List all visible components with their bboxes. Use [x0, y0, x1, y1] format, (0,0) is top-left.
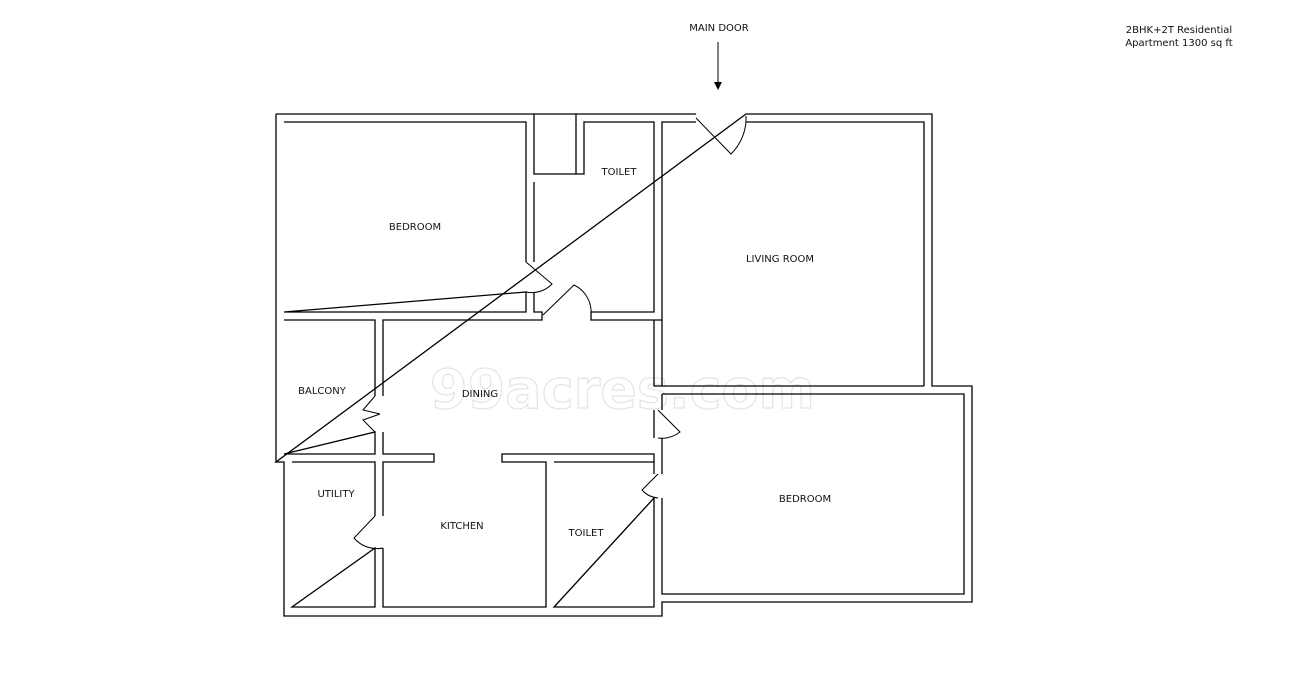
balcony-door [362, 395, 381, 433]
main-door-label: MAIN DOOR [689, 23, 749, 34]
balcony-walls [283, 319, 376, 455]
plan-title-line-2: Apartment 1300 sq ft [1125, 38, 1233, 49]
bedroom-1-walls [283, 121, 527, 313]
main-door-arrowhead [714, 82, 722, 90]
kitchen-walls [382, 432, 655, 608]
room-label-bedroom-2: BEDROOM [779, 494, 831, 505]
room-label-dining: DINING [462, 389, 498, 400]
toilet-1-door [542, 284, 592, 316]
corridor-walls [382, 114, 577, 396]
room-label-living-room: LIVING ROOM [746, 254, 814, 265]
bedroom-1-door [525, 261, 553, 294]
bedroom-2-walls [661, 385, 965, 595]
room-label-bedroom-1: BEDROOM [389, 222, 441, 233]
room-label-kitchen: KITCHEN [440, 521, 483, 532]
room-label-toilet-1: TOILET [601, 167, 638, 178]
main-door-swing [695, 115, 747, 155]
room-label-toilet-2: TOILET [568, 528, 605, 539]
room-label-utility: UTILITY [317, 489, 355, 500]
outer-wall [274, 113, 973, 617]
utility-door [353, 515, 384, 550]
utility-walls [289, 461, 376, 608]
toilet-1-walls [576, 121, 925, 386]
watermark: 99acres.com [430, 358, 815, 421]
plan-title: 2BHK+2T Residential Apartment 1300 sq ft [1116, 24, 1242, 50]
living-room-walls [653, 320, 663, 438]
bedroom-2-door [657, 409, 681, 439]
toilet-2-door [641, 473, 659, 499]
toilet-2-walls [552, 461, 655, 608]
room-label-balcony: BALCONY [298, 386, 347, 397]
plan-title-line-1: 2BHK+2T Residential [1125, 25, 1233, 36]
